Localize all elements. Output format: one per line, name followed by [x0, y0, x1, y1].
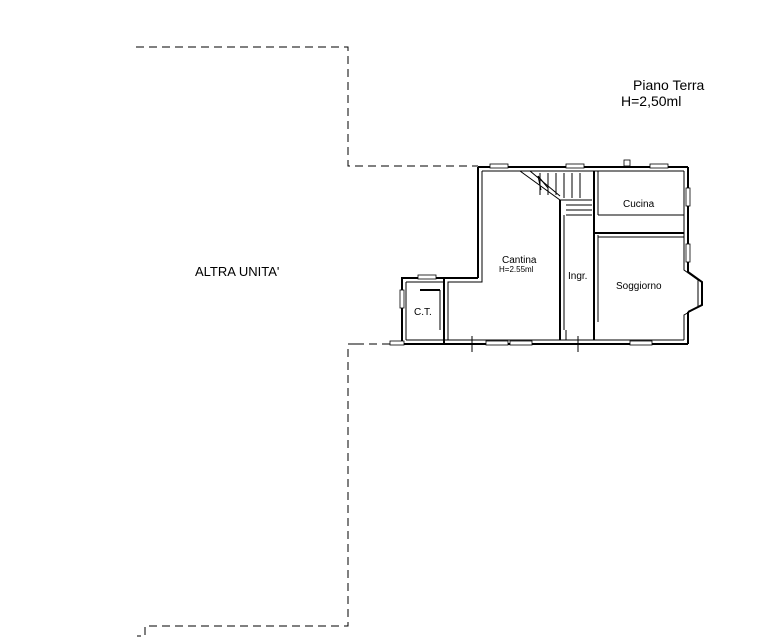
room-cantina-height: H=2.55ml — [499, 265, 534, 274]
windows — [389, 159, 691, 346]
room-soggiorno-label: Soggiorno — [616, 281, 662, 292]
room-cantina-label: Cantina — [502, 255, 537, 266]
floor-label: Piano Terra — [633, 77, 705, 93]
height-label: H=2,50ml — [621, 93, 681, 109]
room-cucina-label: Cucina — [623, 199, 655, 210]
room-ingresso-label: Ingr. — [568, 271, 587, 282]
other-unit-label: ALTRA UNITA' — [195, 264, 279, 279]
interior-walls — [405, 170, 699, 352]
exterior-walls — [401, 166, 703, 345]
other-unit-boundary — [136, 46, 478, 637]
room-ct-label: C.T. — [414, 307, 432, 318]
